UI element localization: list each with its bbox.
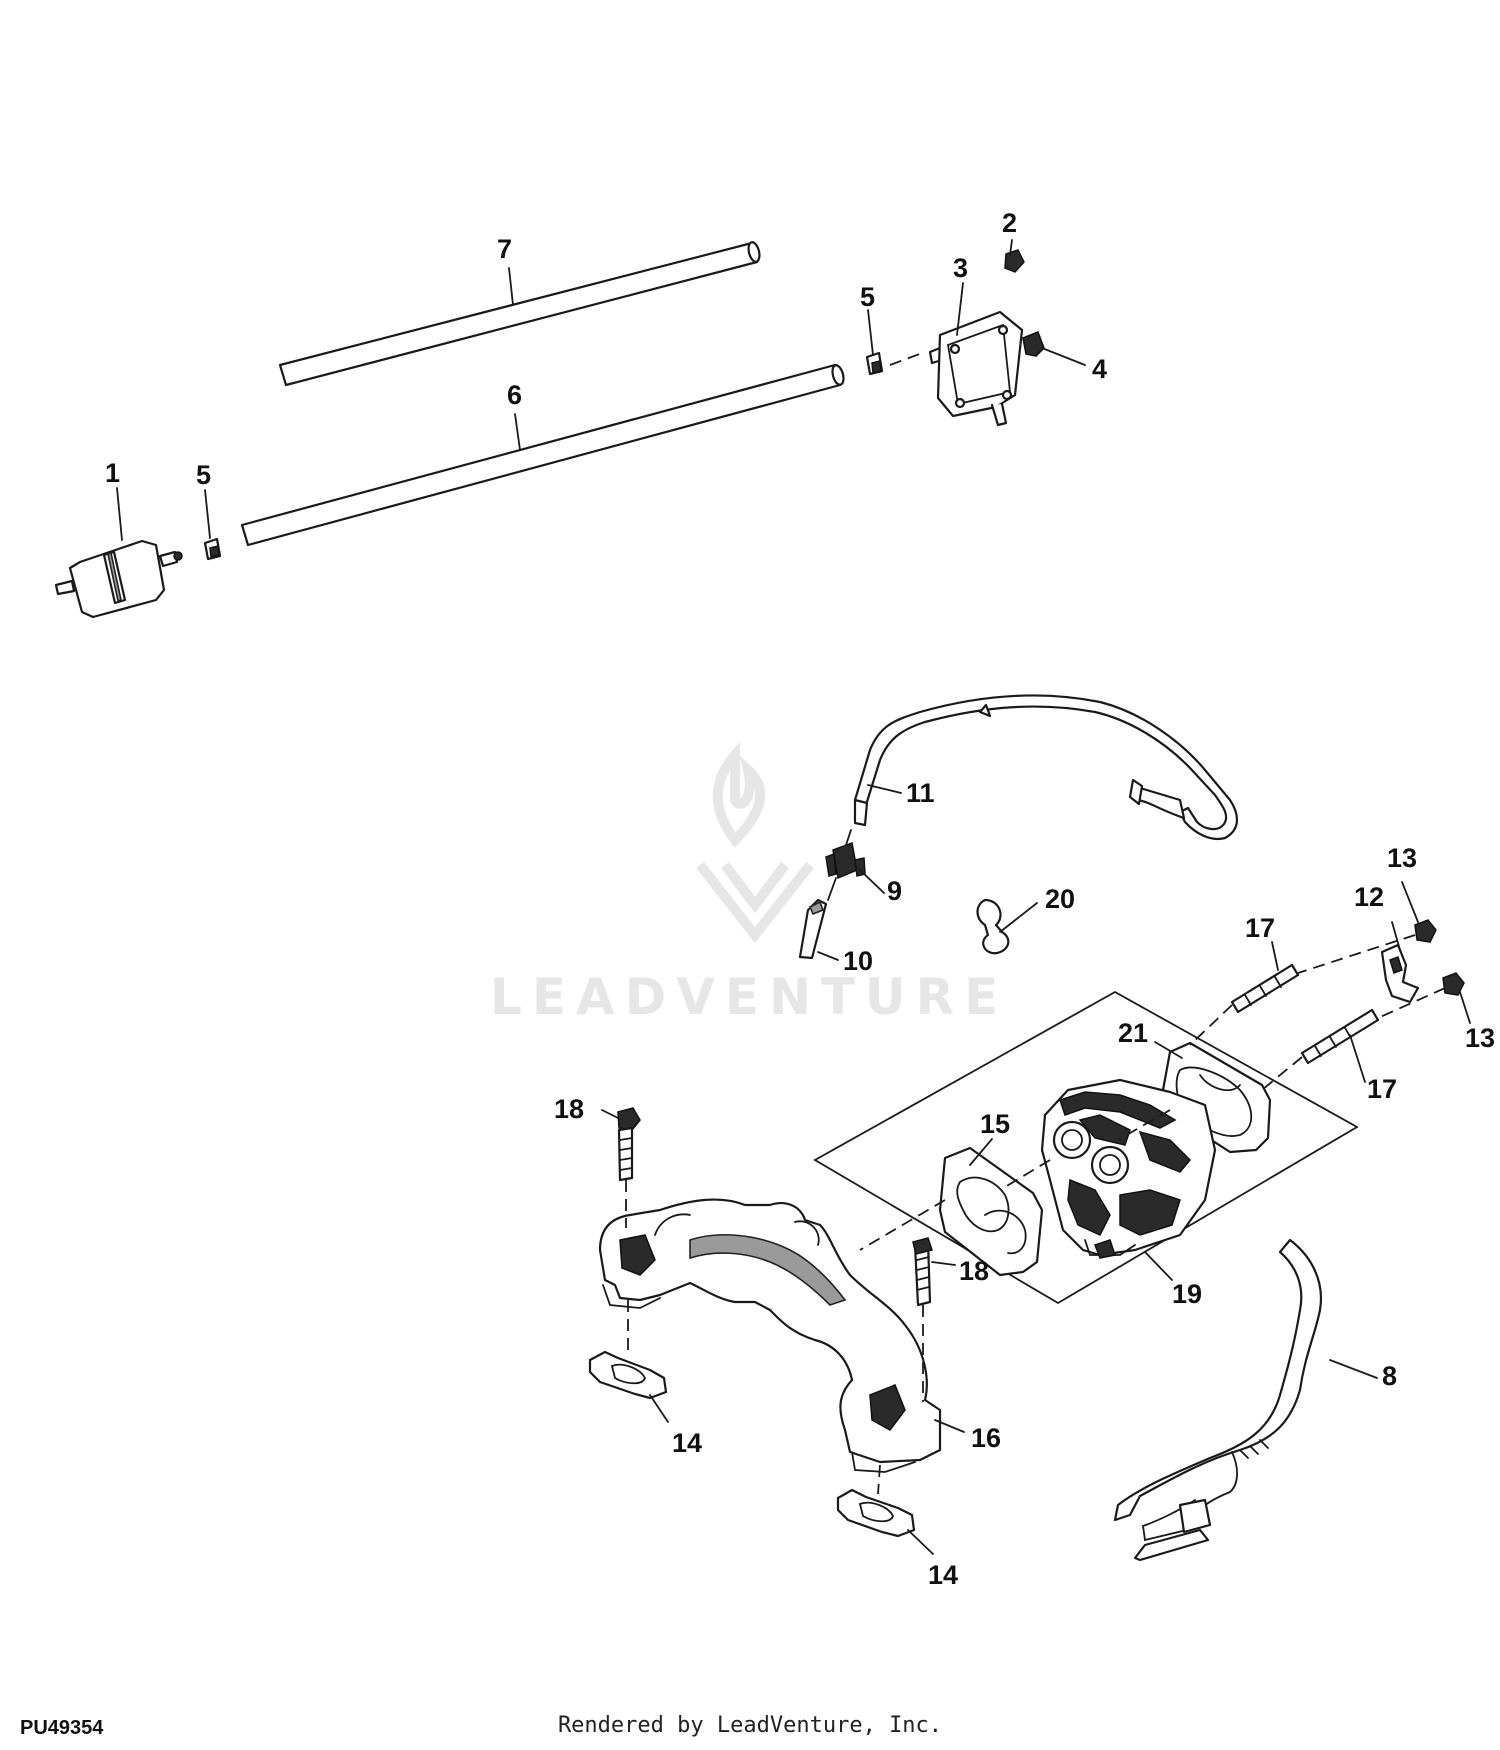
footer-credit: Rendered by LeadVenture, Inc. xyxy=(557,1713,943,1738)
part-17-stud-bottom[interactable] xyxy=(1300,1008,1380,1065)
callout-leader-lines xyxy=(116,239,1471,1555)
callout-9[interactable]: 9 xyxy=(887,876,902,906)
callout-17-bottom[interactable]: 17 xyxy=(1367,1074,1397,1104)
callout-5-left[interactable]: 5 xyxy=(196,460,211,490)
part-7-hose[interactable] xyxy=(278,241,761,387)
callout-19[interactable]: 19 xyxy=(1172,1279,1202,1309)
callout-11[interactable]: 11 xyxy=(906,778,935,808)
carburetor[interactable] xyxy=(1040,1078,1217,1259)
part-17-stud-top[interactable] xyxy=(1230,963,1300,1014)
part-16-intake-manifold[interactable] xyxy=(598,1198,942,1473)
callout-8[interactable]: 8 xyxy=(1382,1361,1397,1391)
part-2-fitting[interactable] xyxy=(1004,249,1025,273)
callout-21[interactable]: 21 xyxy=(1118,1018,1148,1048)
part-5-hose-clamp-left[interactable] xyxy=(203,537,222,561)
callout-12[interactable]: 12 xyxy=(1354,882,1384,912)
part-3-fuel-pump[interactable] xyxy=(928,310,1024,427)
callout-17-top[interactable]: 17 xyxy=(1245,913,1275,943)
callout-2[interactable]: 2 xyxy=(1002,208,1017,238)
watermark-text: LEADVENTURE xyxy=(490,968,1009,1026)
callout-5-right[interactable]: 5 xyxy=(860,282,875,312)
part-8-hose[interactable] xyxy=(1113,1238,1323,1562)
part-6-hose[interactable] xyxy=(240,363,845,547)
part-9-check-valve[interactable] xyxy=(825,829,866,901)
callout-6[interactable]: 6 xyxy=(507,380,522,410)
callout-1[interactable]: 1 xyxy=(105,458,120,488)
diagram-id-label: PU49354 xyxy=(20,1717,104,1739)
part-20-clip[interactable] xyxy=(976,898,1010,955)
callout-labels: 1 2 3 4 5 5 6 7 8 9 10 11 12 13 13 14 14… xyxy=(105,208,1495,1590)
part-18-bolt-top[interactable] xyxy=(617,1107,641,1182)
part-15-gasket[interactable] xyxy=(938,1146,1044,1277)
part-12-bracket[interactable] xyxy=(1380,943,1420,1004)
part-18-bolt-mid[interactable] xyxy=(912,1237,933,1307)
part-5-hose-clamp-right[interactable] xyxy=(865,351,884,376)
part-13-nut-top[interactable] xyxy=(1414,919,1437,943)
assembly-dashed-lines xyxy=(625,934,1446,1495)
callout-18-top[interactable]: 18 xyxy=(554,1094,584,1124)
callout-15[interactable]: 15 xyxy=(980,1109,1010,1139)
part-14-gasket-left[interactable] xyxy=(588,1350,668,1400)
callout-18-mid[interactable]: 18 xyxy=(959,1256,989,1286)
callout-4[interactable]: 4 xyxy=(1092,354,1107,384)
callout-7[interactable]: 7 xyxy=(497,234,512,264)
callout-20[interactable]: 20 xyxy=(1045,884,1075,914)
watermark-logo-icon xyxy=(696,741,814,944)
callout-13-bottom[interactable]: 13 xyxy=(1465,1023,1495,1053)
callout-3[interactable]: 3 xyxy=(953,253,968,283)
callout-16[interactable]: 16 xyxy=(971,1423,1001,1453)
callout-13-top[interactable]: 13 xyxy=(1387,843,1417,873)
callout-10[interactable]: 10 xyxy=(843,946,873,976)
callout-14-right[interactable]: 14 xyxy=(928,1560,958,1590)
part-13-nut-bottom[interactable] xyxy=(1442,972,1465,996)
part-1-fuel-filter[interactable] xyxy=(54,539,183,619)
leader-dash-5-3 xyxy=(889,351,926,366)
part-4-fitting[interactable] xyxy=(1022,331,1045,357)
callout-14-left[interactable]: 14 xyxy=(672,1428,702,1458)
part-11-vent-hose[interactable] xyxy=(853,694,1238,841)
part-10-short-hose[interactable] xyxy=(798,898,828,960)
part-14-gasket-right[interactable] xyxy=(836,1488,916,1538)
